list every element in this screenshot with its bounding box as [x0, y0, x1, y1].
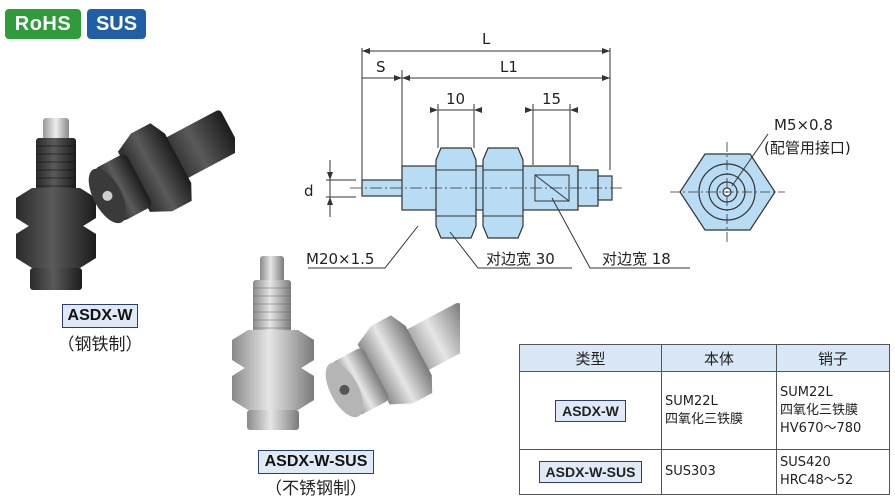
callout-thread: M20×1.5 — [306, 250, 374, 268]
stainless-product-photo — [232, 256, 460, 430]
stainless-model-label: ASDX-W-SUS — [258, 450, 374, 474]
dim-s: S — [376, 58, 386, 76]
callout-port-thread: M5×0.8 — [774, 116, 833, 134]
row-body-material: SUS303 — [661, 449, 777, 495]
rohs-badge: RoHS — [5, 9, 81, 39]
dim-d: d — [304, 182, 314, 200]
dim-10: 10 — [446, 90, 465, 108]
steel-product-photo — [16, 110, 235, 290]
row-model-cell: ASDX-W — [519, 371, 662, 450]
dim-l1: L1 — [500, 58, 518, 76]
row-pin-material: SUS420 HRC48～52 — [776, 449, 890, 495]
technical-drawing: L L1 S 10 15 d M20×1.5 对边宽 30 对边宽 18 M5×… — [304, 30, 851, 269]
steel-material-note: （钢铁制） — [57, 335, 143, 355]
callout-port-label: (配管用接口) — [764, 139, 851, 157]
steel-model-label: ASDX-W — [62, 304, 138, 328]
table-row: ASDX-W-SUS SUS303 SUS420 HRC48～52 — [519, 449, 890, 495]
row-body-material: SUM22L 四氧化三铁膜 — [661, 371, 777, 450]
stainless-material-note: （不锈钢制） — [265, 479, 367, 499]
table-header-row: 类型 本体 销子 — [519, 344, 890, 372]
row-model: ASDX-W — [555, 399, 626, 422]
sus-badge: SUS — [87, 9, 146, 39]
dim-l: L — [482, 30, 491, 48]
table-row: ASDX-W SUM22L 四氧化三铁膜 SUM22L 四氧化三铁膜 HV670… — [519, 371, 890, 450]
header-type: 类型 — [519, 344, 662, 372]
header-body: 本体 — [661, 344, 777, 372]
callout-across-flats-30: 对边宽 30 — [486, 250, 555, 268]
dim-15: 15 — [542, 90, 561, 108]
row-model: ASDX-W-SUS — [538, 461, 643, 483]
callout-across-flats-18: 对边宽 18 — [602, 250, 671, 268]
row-pin-material: SUM22L 四氧化三铁膜 HV670～780 — [776, 371, 890, 450]
header-pin: 销子 — [776, 344, 890, 372]
row-model-cell: ASDX-W-SUS — [519, 449, 662, 495]
spec-table: 类型 本体 销子 ASDX-W SUM22L 四氧化三铁膜 SUM22L 四氧化… — [519, 344, 890, 495]
